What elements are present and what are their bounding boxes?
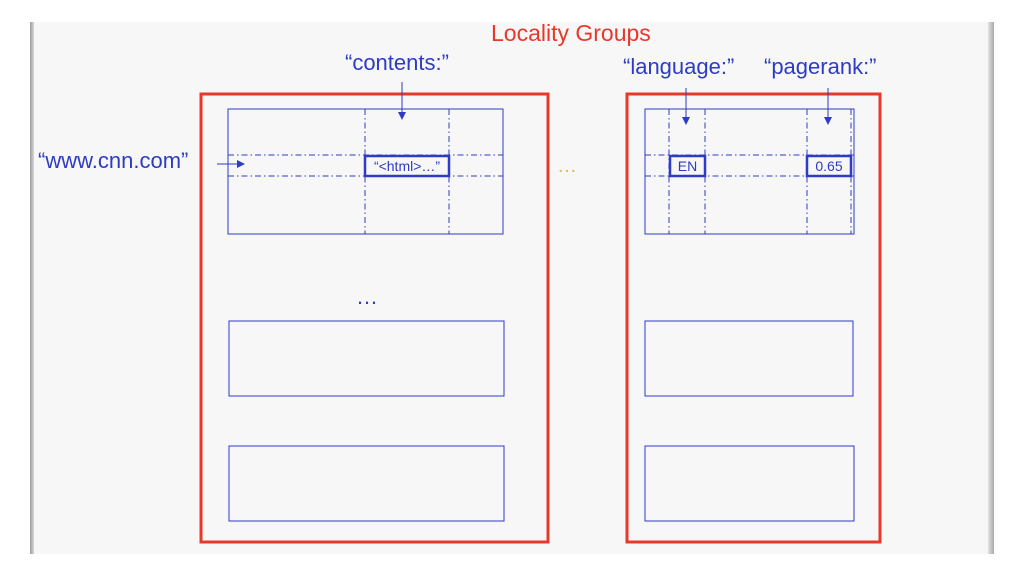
right-table-bottom [644, 445, 855, 522]
right-table-middle [644, 320, 854, 397]
slide-right-edge [988, 22, 994, 554]
right-table-top [644, 108, 855, 235]
locality-group-right-border [625, 92, 882, 544]
row-key-label: “www.cnn.com” [38, 148, 189, 173]
left-table-middle [228, 320, 505, 397]
locality-group-left-border [199, 92, 550, 544]
language-cell-highlight [668, 154, 707, 178]
tables-ellipsis: … [356, 284, 378, 309]
pagerank-column-label: “pagerank:” [764, 54, 877, 79]
groups-ellipsis: … [557, 155, 577, 177]
slide-background [30, 22, 994, 554]
language-cell-value: EN [677, 158, 698, 174]
slide-left-edge [30, 22, 34, 554]
pagerank-cell-highlight [805, 154, 853, 178]
contents-column-label: “contents:” [345, 50, 449, 75]
pagerank-cell-value: 0.65 [815, 158, 843, 174]
left-table-bottom [228, 445, 505, 522]
contents-cell-highlight [363, 154, 451, 178]
contents-cell-value: “<html>…” [373, 158, 441, 174]
diagram-title: Locality Groups [491, 20, 651, 46]
language-column-label: “language:” [623, 54, 735, 79]
